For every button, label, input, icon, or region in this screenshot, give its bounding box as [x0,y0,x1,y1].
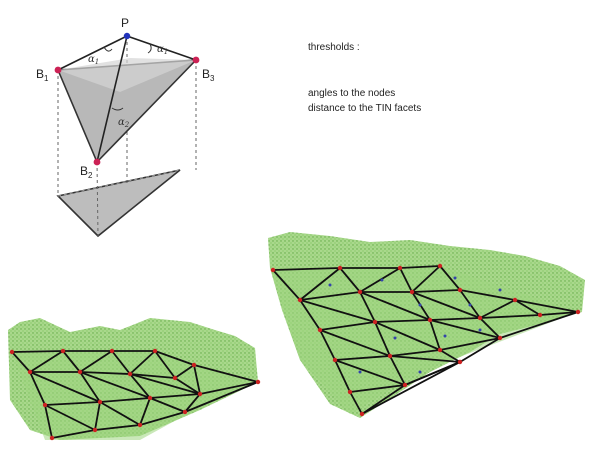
angle-arc-a1-right [148,44,151,53]
tin-node [298,298,302,302]
label-b2: B2 [80,164,93,180]
tin-node [43,403,47,407]
lidar-point [394,337,397,340]
threshold-angles: angles to the nodes [308,88,395,99]
label-b3-main: B [202,67,210,81]
label-b1: B1 [36,67,49,83]
lidar-point [469,304,472,307]
lidar-point [329,284,332,287]
tin-node [198,392,202,396]
tin-node [576,310,580,314]
label-b1-sub: 1 [44,74,49,83]
tin-node [110,349,114,353]
tin-node [538,313,542,317]
tin-node [192,363,196,367]
point-cloud-left [8,318,260,440]
point-cloud-right [268,232,585,418]
tin-node [173,376,177,380]
threshold-distance: distance to the TIN facets [308,103,421,114]
lidar-point [419,371,422,374]
tin-node [388,354,392,358]
tin-node [513,298,517,302]
label-b1-main: B [36,67,44,81]
tin-node [153,349,157,353]
tin-node [358,290,362,294]
tin-node [10,350,14,354]
tin-node [128,372,132,376]
geometry-diagram: P B1 B2 B3 α1 α1 α2 [36,16,215,236]
label-b3-sub: 3 [210,74,215,83]
label-alpha1-right: α1 [157,44,168,56]
tin-node [428,318,432,322]
tin-node [360,412,364,416]
tin-node [398,266,402,270]
tin-node [256,380,260,384]
tin-node [478,316,482,320]
threshold-title: thresholds : [308,42,360,53]
tin-node [438,264,442,268]
tin-node [348,390,352,394]
node-b3 [193,57,200,64]
tin-node [28,370,32,374]
tin-node [318,328,322,332]
tin-node [138,423,142,427]
label-alpha1-left: α1 [88,54,99,66]
lidar-point [444,335,447,338]
label-alpha1-left-sub: 1 [95,58,99,66]
label-p: P [121,16,129,30]
tin-node [498,336,502,340]
lidar-point [359,371,362,374]
tin-node [78,370,82,374]
node-b2 [94,159,101,166]
tin-node [271,268,275,272]
node-b1 [55,67,62,74]
label-alpha1-right-sub: 1 [164,48,168,56]
tin-edge [12,351,63,352]
label-alpha2-sub: 2 [124,121,130,129]
lidar-point [479,329,482,332]
tin-node [410,290,414,294]
label-b2-sub: 2 [88,171,93,180]
lidar-point [381,279,384,282]
label-b2-main: B [80,164,88,178]
tin-node [98,400,102,404]
tin-node [61,349,65,353]
tin-node [403,383,407,387]
tin-node [50,436,54,440]
tin-node [333,358,337,362]
lidar-point [454,277,457,280]
lidar-point [419,304,422,307]
tin-node [183,410,187,414]
projected-facet [58,170,180,236]
tin-node [148,396,152,400]
tin-node [373,320,377,324]
apex-point-p [124,33,130,39]
label-b3: B3 [202,67,215,83]
lidar-point [499,289,502,292]
tin-node [458,288,462,292]
tin-node [93,428,97,432]
tin-node [458,360,462,364]
tin-node [338,266,342,270]
tin-node [438,348,442,352]
